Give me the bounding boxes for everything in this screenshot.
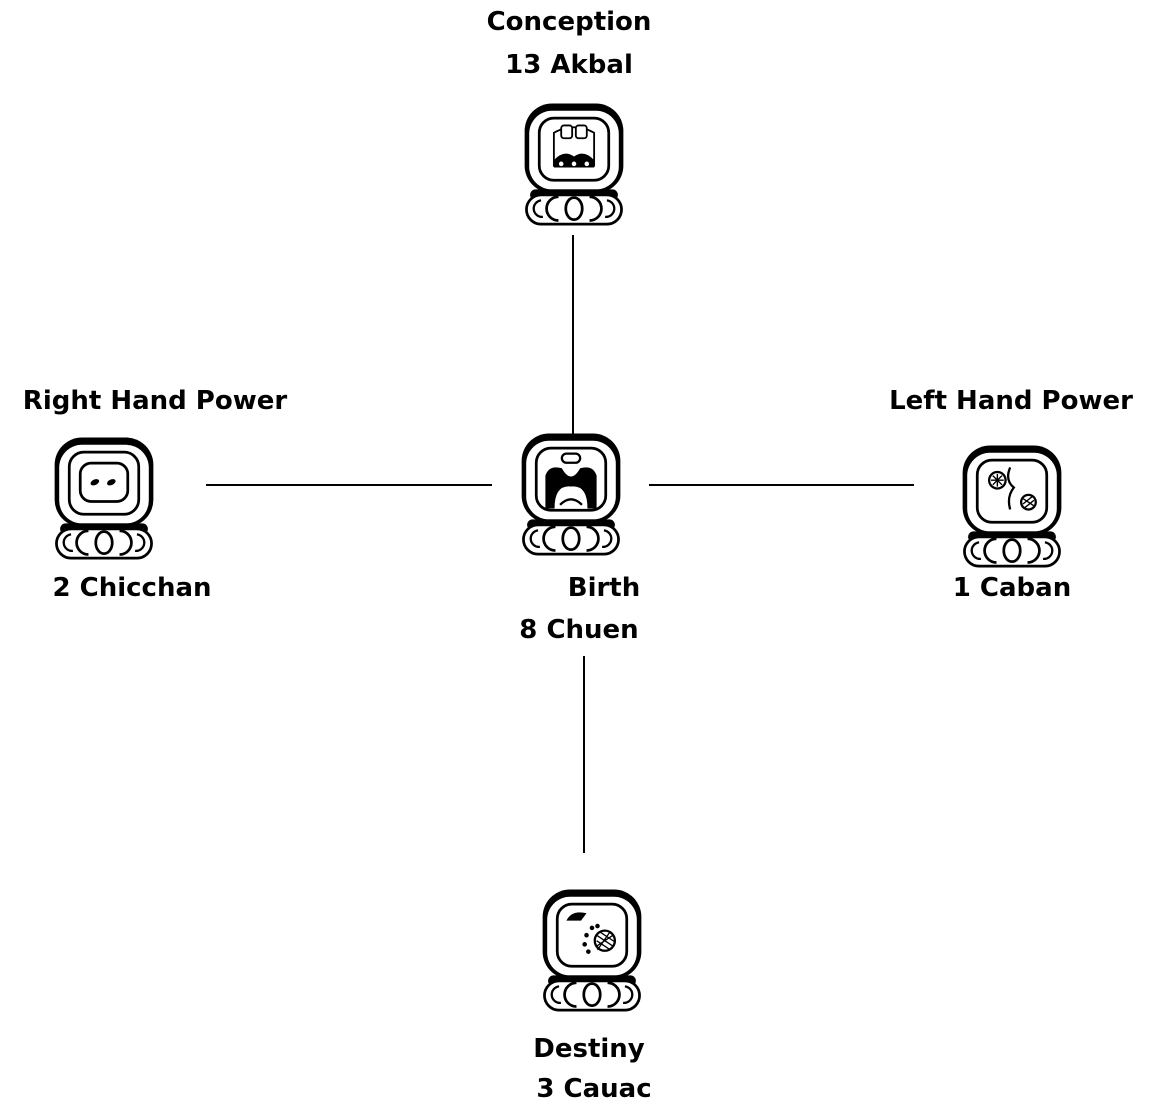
cauac-glyph (541, 888, 643, 1012)
chuen-glyph (520, 432, 622, 556)
connector-right-hand-birth (206, 484, 492, 486)
birth-sign-label: 8 Chuen (519, 615, 639, 645)
conception-role-label: Conception (486, 7, 652, 37)
chicchan-glyph (53, 436, 155, 560)
destiny-role-label: Destiny (533, 1034, 645, 1064)
destiny-sign-label: 3 Cauac (536, 1074, 652, 1104)
birth-role-label: Birth (567, 573, 641, 603)
connector-birth-left-hand (649, 484, 914, 486)
connector-birth-destiny (583, 656, 585, 853)
akbal-glyph (523, 102, 625, 226)
connector-conception-birth (572, 235, 574, 459)
right-hand-power-sign-label: 2 Chicchan (52, 573, 212, 603)
left-hand-power-sign-label: 1 Caban (952, 573, 1072, 603)
left-hand-power-role-label: Left Hand Power (889, 386, 1133, 416)
conception-sign-label: 13 Akbal (505, 50, 633, 80)
right-hand-power-role-label: Right Hand Power (22, 386, 288, 416)
caban-glyph (961, 444, 1063, 568)
